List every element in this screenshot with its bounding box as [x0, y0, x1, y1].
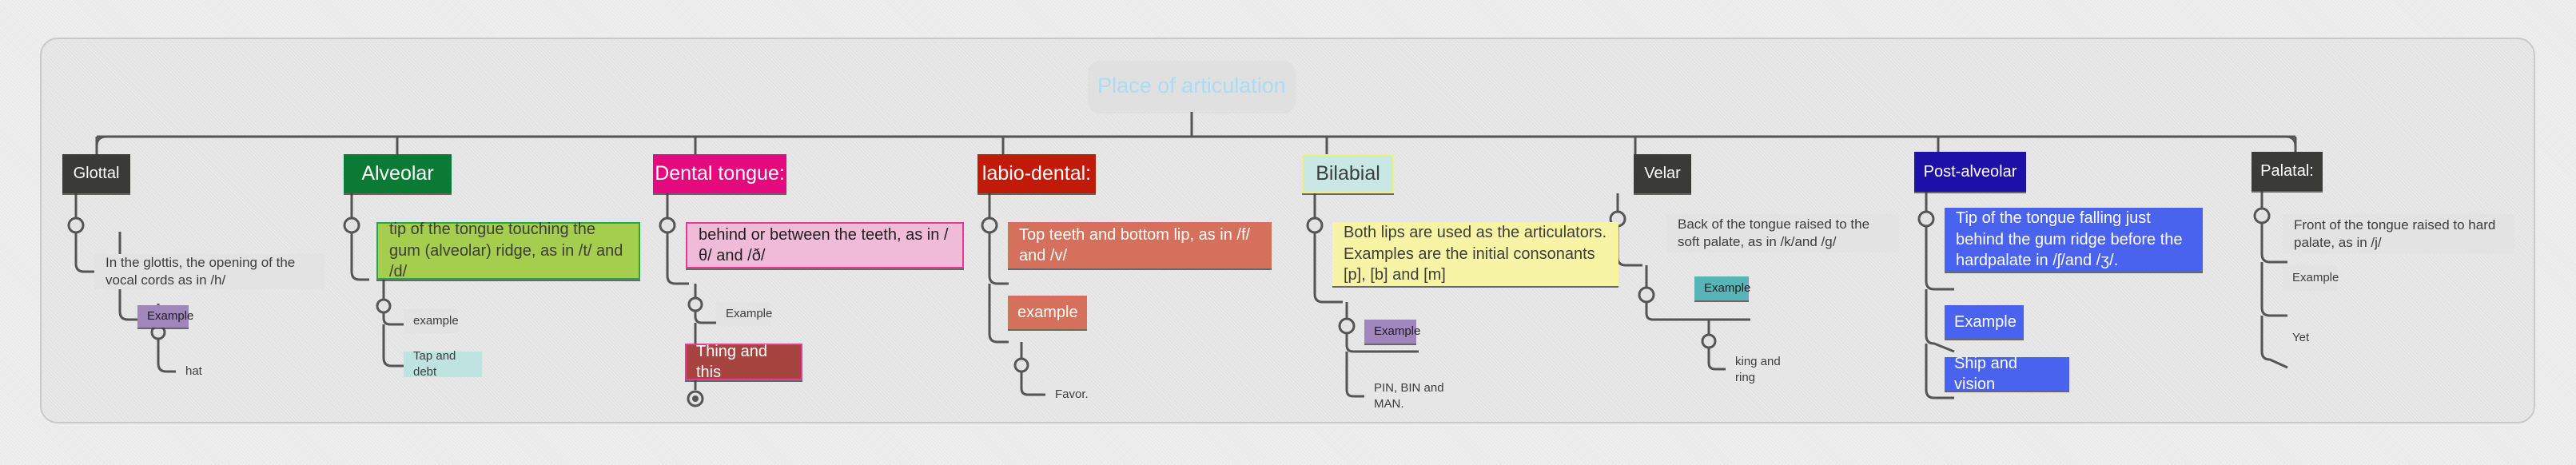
category-palatal[interactable]: Palatal:: [2252, 152, 2323, 191]
palatal-example-label: Example: [2292, 271, 2339, 285]
dental-tongue-description[interactable]: behind or between the teeth, as in /θ/ a…: [686, 222, 964, 268]
category-bilabial[interactable]: Bilabial: [1302, 154, 1394, 193]
palatal-example-value[interactable]: Yet: [2283, 325, 2313, 351]
palatal-example-node[interactable]: Example: [2283, 265, 2339, 291]
dental-tongue-description-text: behind or between the teeth, as in /θ/ a…: [699, 225, 949, 264]
bilabial-example-label: Example: [1374, 324, 1421, 339]
category-velar-label: Velar: [1644, 165, 1681, 183]
category-glottal-label: Glottal: [73, 165, 120, 183]
velar-example-label: Example: [1704, 281, 1751, 296]
glottal-example-label: Example: [147, 309, 194, 324]
labio-dental-example-value[interactable]: Favor.: [1045, 383, 1089, 407]
labio-dental-description-text: Top teeth and bottom lip, as in /f/ and …: [1019, 225, 1255, 264]
category-glottal[interactable]: Glottal: [62, 154, 130, 193]
category-palatal-label: Palatal:: [2260, 162, 2314, 181]
velar-example-node[interactable]: Example: [1694, 276, 1751, 300]
alveolar-description[interactable]: tip of the tongue touching the gum (alve…: [376, 221, 640, 281]
dental-tongue-example-value-label: Thing and this: [696, 342, 772, 381]
glottal-example-value[interactable]: hat: [176, 360, 207, 384]
palatal-example-value-label: Yet: [2292, 331, 2310, 345]
category-dental-tongue-label: Dental tongue:: [655, 162, 785, 185]
alveolar-example-value-label: Tap and debt: [413, 349, 460, 379]
post-alveolar-example-label: Example: [1954, 312, 2017, 331]
category-alveolar[interactable]: Alveolar: [344, 154, 452, 193]
labio-dental-example-label: example: [1017, 303, 1078, 321]
alveolar-description-text: tip of the tongue touching the gum (alve…: [389, 221, 627, 281]
alveolar-example-node[interactable]: example: [404, 309, 459, 333]
dental-tongue-example-node[interactable]: Example: [716, 302, 773, 326]
velar-example-value-label: king and ring: [1735, 355, 1784, 384]
bilabial-description[interactable]: Both lips are used as the articulators. …: [1332, 222, 1618, 286]
root-label: Place of articulation: [1097, 74, 1286, 98]
post-alveolar-example-value-label: Ship and vision: [1954, 354, 2022, 393]
bilabial-description-text: Both lips are used as the articulators. …: [1344, 224, 1611, 284]
labio-dental-example-value-label: Favor.: [1055, 388, 1089, 402]
alveolar-example-label: example: [413, 314, 459, 328]
velar-example-value[interactable]: king and ring: [1726, 355, 1799, 384]
labio-dental-description[interactable]: Top teeth and bottom lip, as in /f/ and …: [1008, 222, 1272, 268]
category-velar[interactable]: Velar: [1634, 154, 1691, 193]
category-bilabial-label: Bilabial: [1316, 162, 1380, 185]
category-labio-dental[interactable]: labio-dental:: [977, 154, 1096, 193]
category-post-alveolar[interactable]: Post-alveolar: [1914, 152, 2026, 192]
post-alveolar-example-value[interactable]: Ship and vision: [1945, 355, 2069, 393]
velar-description[interactable]: Back of the tongue raised to the soft pa…: [1666, 214, 1899, 252]
glottal-description[interactable]: In the glottis, the opening of the vocal…: [94, 254, 324, 289]
category-post-alveolar-label: Post-alveolar: [1923, 162, 2017, 181]
root-node[interactable]: Place of articulation: [1089, 61, 1295, 112]
velar-description-text: Back of the tongue raised to the soft pa…: [1678, 216, 1873, 249]
bilabial-example-value[interactable]: PIN, BIN and MAN.: [1364, 381, 1468, 411]
category-labio-dental-label: labio-dental:: [981, 162, 1092, 185]
post-alveolar-description-text: Tip of the tongue falling just behind th…: [1956, 209, 2188, 270]
glottal-example-value-label: hat: [185, 364, 202, 379]
post-alveolar-example-node[interactable]: Example: [1945, 305, 2024, 339]
alveolar-example-value[interactable]: Tap and debt: [404, 349, 482, 379]
dental-tongue-example-value[interactable]: Thing and this: [685, 343, 802, 381]
post-alveolar-description[interactable]: Tip of the tongue falling just behind th…: [1945, 208, 2203, 272]
palatal-description-text: Front of the tongue raised to hard palat…: [2294, 217, 2500, 250]
glottal-description-text: In the glottis, the opening of the vocal…: [106, 254, 299, 288]
labio-dental-example-node[interactable]: example: [1008, 296, 1087, 329]
bilabial-example-value-label: PIN, BIN and MAN.: [1374, 381, 1447, 411]
dental-tongue-example-label: Example: [726, 307, 773, 321]
palatal-description[interactable]: Front of the tongue raised to hard palat…: [2283, 214, 2514, 254]
category-dental-tongue[interactable]: Dental tongue:: [653, 154, 786, 193]
bilabial-example-node[interactable]: Example: [1364, 320, 1420, 344]
category-alveolar-label: Alveolar: [361, 162, 434, 185]
glottal-example-node[interactable]: Example: [137, 305, 193, 328]
